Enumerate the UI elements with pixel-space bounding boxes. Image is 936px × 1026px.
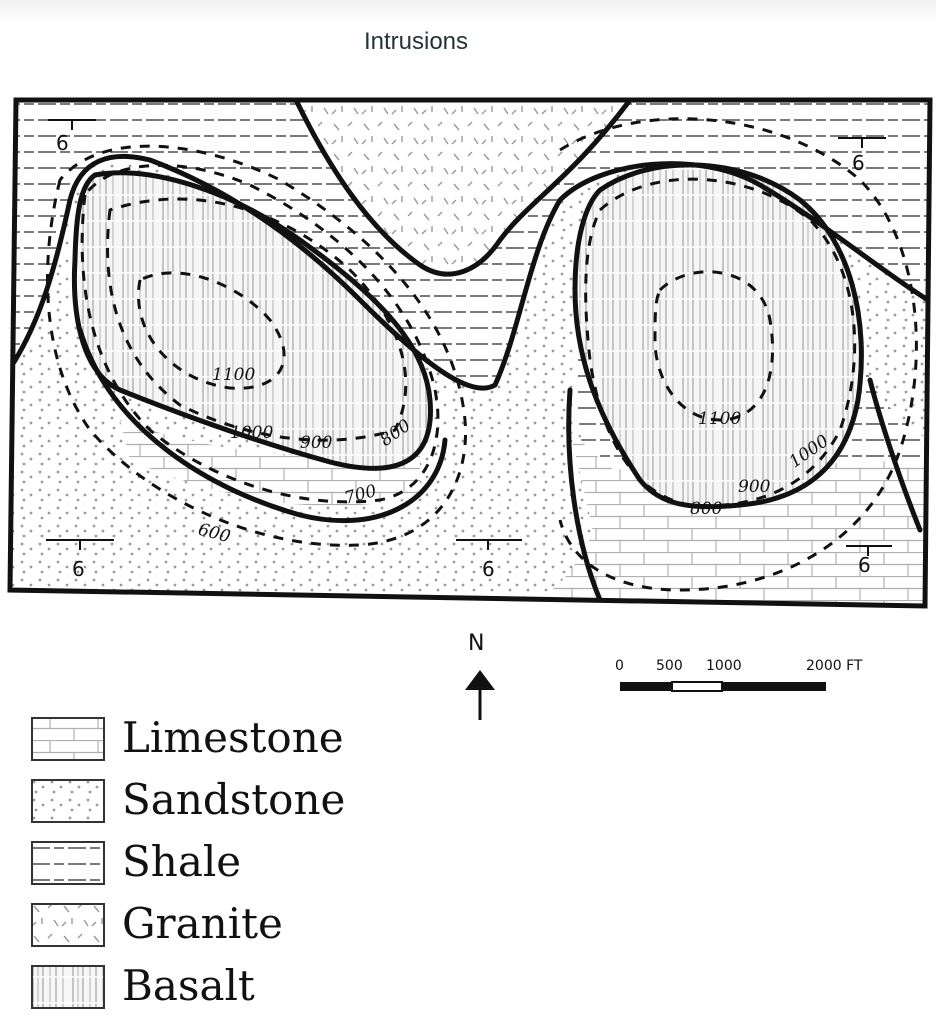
contact-granite: [293, 100, 633, 277]
contour-label: 900: [738, 477, 771, 497]
dip-label: 6: [72, 557, 85, 581]
north-arrow-icon: [465, 670, 495, 690]
scale-label: 0: [615, 658, 624, 674]
legend-item-limestone: Limestone: [30, 712, 410, 762]
scale-label: 500: [656, 658, 683, 674]
contour-1100-left: [137, 271, 286, 390]
strike-dip-symbol: [48, 119, 96, 130]
legend-item-shale: Shale: [30, 836, 410, 886]
dip-label: 6: [852, 151, 865, 175]
north-arrow-label: N: [468, 631, 484, 656]
scale-label: 2000 FT: [806, 658, 863, 674]
legend-item-sandstone: Sandstone: [30, 774, 410, 824]
legend-label: Shale: [122, 837, 242, 886]
north-arrow: N: [465, 631, 495, 720]
page-title: Intrusions: [363, 28, 469, 55]
granite-unit: [296, 100, 630, 275]
legend-item-granite: Granite: [30, 898, 410, 948]
contour-label: 1100: [212, 365, 255, 385]
contact-sandstone-right-edge: [867, 377, 923, 533]
basalt-swatch: [31, 965, 105, 1009]
map-border: [7, 97, 933, 609]
basalt-right: [575, 164, 862, 507]
strike-dip-symbol: [456, 539, 522, 550]
legend-label: Granite: [122, 899, 283, 948]
contour-label: 900: [300, 433, 333, 453]
contour-label: 1000: [230, 423, 273, 443]
dip-label: 6: [482, 557, 495, 581]
contact-sandstone-bottom: [566, 387, 603, 603]
strike-dip-symbol: [838, 137, 886, 148]
strike-dip-symbol: [46, 539, 114, 550]
contour-1100-right: [653, 270, 775, 422]
sandstone-swatch: [31, 779, 105, 823]
granite-swatch: [31, 903, 105, 947]
strike-dip-symbol: [846, 545, 892, 556]
legend-item-basalt: Basalt: [30, 960, 410, 1010]
top-shade: [0, 0, 936, 24]
dip-label: 6: [858, 553, 871, 577]
contour-label: 800: [690, 499, 723, 519]
scale-bar: 0 500 1000 2000 FT: [615, 658, 863, 692]
contact-basalt-left: [71, 170, 433, 471]
geologic-map: 1100 1000 900 800 700 600 1100 1000 900 …: [7, 97, 933, 720]
limestone-patch-left: [120, 420, 420, 507]
dip-label: 6: [56, 131, 69, 155]
scale-label: 1000: [706, 658, 742, 674]
basalt-left: [74, 172, 431, 469]
legend-label: Basalt: [122, 961, 255, 1010]
legend-label: Sandstone: [122, 775, 346, 824]
contact-basalt-left-outer: [77, 327, 448, 524]
contour-800-right: [584, 177, 857, 508]
limestone-patch-right: [570, 430, 920, 600]
legend-label: Limestone: [122, 713, 344, 762]
contour-outer-right: [558, 117, 918, 592]
contour-label: 1100: [698, 409, 741, 429]
contour-700: [80, 163, 440, 504]
contact-basalt-right: [572, 162, 864, 510]
contour-800-left: [106, 197, 408, 442]
shale-swatch: [31, 841, 105, 885]
limestone-swatch: [31, 717, 105, 761]
